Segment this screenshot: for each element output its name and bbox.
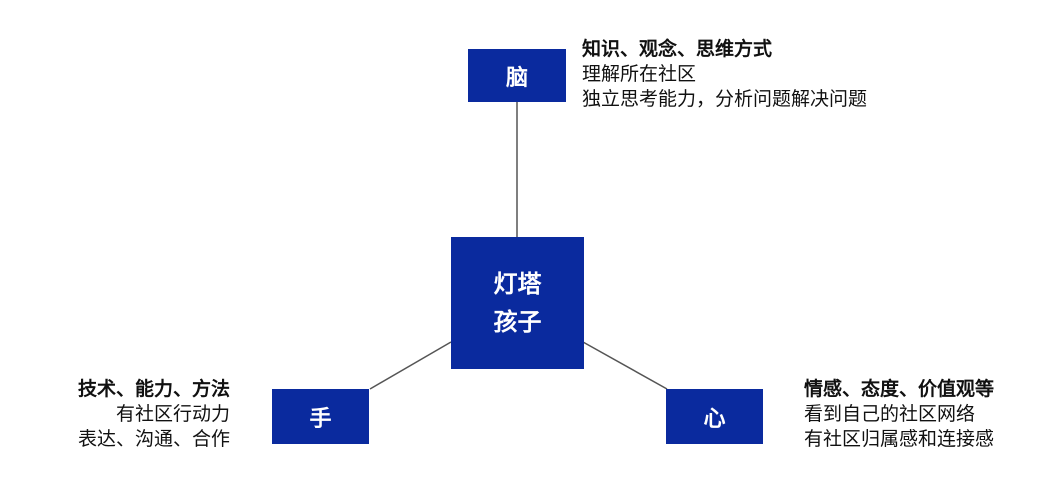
connector-left <box>369 341 452 390</box>
annotation-heart: 情感、态度、价值观等 看到自己的社区网络 有社区归属感和连接感 <box>804 377 994 452</box>
connector-right <box>582 341 668 390</box>
annotation-heart-heading: 情感、态度、价值观等 <box>804 378 995 400</box>
node-heart: 心 <box>666 389 763 444</box>
annotation-hand-heading: 技术、能力、方法 <box>77 378 230 400</box>
node-center: 灯塔 孩子 <box>451 237 584 369</box>
annotation-brain: 知识、观念、思维方式 理解所在社区 独立思考能力，分析问题解决问题 <box>582 37 867 112</box>
annotation-brain-line-1: 理解所在社区 <box>582 63 697 85</box>
annotation-brain-line-2: 独立思考能力，分析问题解决问题 <box>582 88 868 110</box>
annotation-hand: 技术、能力、方法 有社区行动力 表达、沟通、合作 <box>78 377 230 452</box>
annotation-heart-line-2: 有社区归属感和连接感 <box>804 428 995 450</box>
node-center-line2: 孩子 <box>493 308 542 336</box>
node-brain-label: 脑 <box>505 65 528 91</box>
node-center-line1: 灯塔 <box>493 270 542 298</box>
node-heart-label: 心 <box>703 406 726 432</box>
node-brain: 脑 <box>468 49 566 102</box>
annotation-heart-line-1: 看到自己的社区网络 <box>804 403 976 425</box>
annotation-hand-line-1: 有社区行动力 <box>115 403 230 425</box>
node-hand-label: 手 <box>309 406 332 432</box>
annotation-brain-heading: 知识、观念、思维方式 <box>582 38 773 60</box>
node-hand: 手 <box>272 389 369 444</box>
annotation-hand-line-2: 表达、沟通、合作 <box>77 428 230 450</box>
